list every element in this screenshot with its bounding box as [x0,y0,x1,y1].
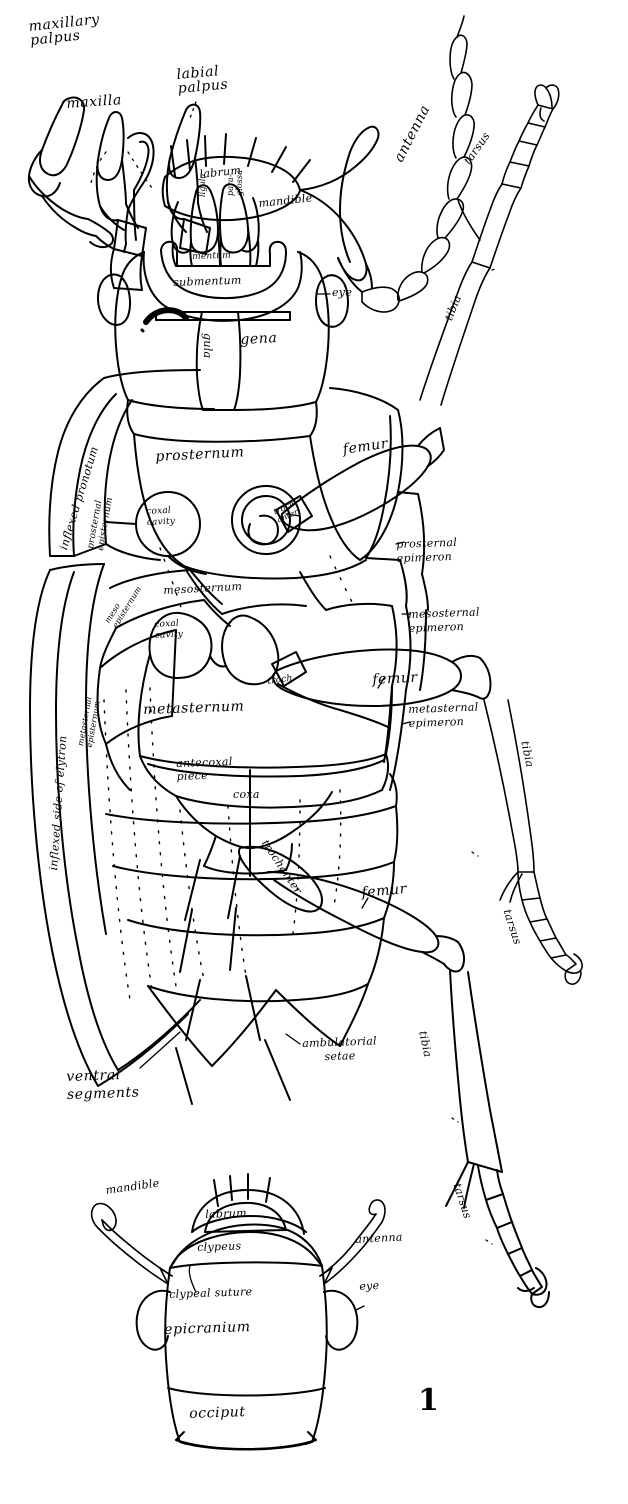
label-head-occiput: occiput [188,1404,246,1422]
label-eye-ventral: eye [332,286,353,299]
submentum-plate [142,251,303,322]
label-ambulatorial-setae: ambulatorial setae [302,1034,378,1064]
label-head-clypeal-suture: clypeal suture [168,1285,253,1301]
label-antecoxal-piece: antecoxal piece [176,755,233,783]
label-ventral-segments: ventral segments [66,1067,140,1103]
label-labial-palpus: labial palpus [175,63,229,98]
leader-lines [89,101,499,1311]
label-coxal-cavity-pro: coxal cavity [146,505,176,528]
figure-number: 1 [418,1383,439,1418]
label-metasternal-epimeron: metasternal epimeron [408,700,479,730]
mentum-plate [160,240,287,300]
label-mentum: mentum [191,250,232,262]
label-gena: gena [239,330,278,348]
label-maxilla: maxilla [65,92,123,112]
label-head-antenna: antenna [354,1230,403,1246]
label-coxa: coxa [233,788,260,801]
label-femur-meso: femur [371,669,419,688]
head-dorsal-diagram [90,1173,386,1451]
metasternum [137,653,393,877]
abdomen-ventral-segments [97,547,399,1105]
label-head-epicranium: epicranium [163,1318,251,1338]
mesothorax [29,493,429,1087]
label-gula: gula [201,333,214,359]
label-submentum: submentum [172,273,242,289]
label-metasternum: metasternum [142,698,245,718]
label-ligula: ligula [198,173,207,197]
foreleg-right [419,84,560,406]
antenna-right [361,15,475,313]
maxilla-base-left [110,219,147,291]
label-paraglossa: para- glossa [226,169,244,196]
label-head-eye: eye [358,1278,380,1293]
hindleg [238,845,550,1309]
ligula-paraglossa-group [170,183,260,267]
label-mesosternal-epimeron: mesosternal epimeron [408,605,480,635]
prothorax [48,369,419,580]
mandible-right [299,125,380,293]
label-prosternal-epimeron: prosternal epimeron [396,535,458,565]
label-femur-meta: femur [360,881,408,901]
label-coxal-cavity-meso: coxal cavity [154,618,184,641]
thorax-right-margins [383,609,427,791]
midleg-femur [271,648,492,707]
head-capsule-ventral [97,251,349,443]
foreleg-femur [275,427,445,533]
maxillary-palpus-left [27,96,115,250]
midleg-tibia-tarsus [483,699,583,985]
label-head-clypeus: clypeus [196,1239,242,1254]
label-head-labrum: labrum [204,1206,248,1221]
maxilla-left [95,111,155,245]
